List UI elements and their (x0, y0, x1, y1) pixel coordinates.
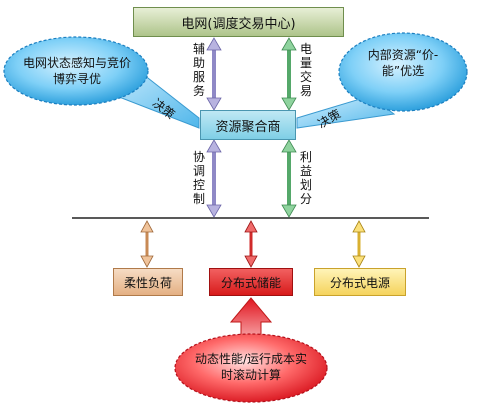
left-ellipse-text: 电网状态感知与竞价博弈寻优 (22, 56, 131, 86)
grid-dispatch-center-label: 电网(调度交易中心) (181, 16, 296, 32)
ancillary-services-label: 辅助服务 (192, 42, 205, 98)
right-ellipse-text: 内部资源“价-能”优选 (367, 48, 439, 78)
flexible-load-arrow (140, 220, 154, 268)
distributed-storage-arrow (244, 220, 258, 268)
benefit-allocation-label: 利益划分 (299, 150, 312, 206)
flexible-load-label: 柔性负荷 (123, 275, 172, 290)
flexible-load-box: 柔性负荷 (113, 268, 183, 296)
distributed-source-box: 分布式电源 (314, 268, 406, 296)
coordinated-control-arrow (206, 139, 222, 218)
distributed-source-label: 分布式电源 (329, 275, 390, 290)
grid-dispatch-center-box: 电网(调度交易中心) (133, 7, 344, 37)
energy-trading-label: 电量交易 (299, 42, 312, 98)
right-ellipse (338, 32, 468, 112)
benefit-allocation-arrow (281, 139, 297, 218)
distributed-storage-label: 分布式储能 (220, 275, 281, 290)
ancillary-services-arrow (206, 37, 222, 111)
distributed-source-arrow (352, 220, 366, 268)
distributed-storage-box: 分布式储能 (209, 268, 293, 296)
resource-aggregator-label: 资源聚合商 (215, 119, 281, 135)
left-ellipse (3, 36, 149, 106)
coordinated-control-label: 协调控制 (192, 150, 205, 206)
energy-trading-arrow (281, 37, 297, 111)
resource-aggregator-box: 资源聚合商 (200, 110, 296, 140)
bottom-ellipse (174, 333, 328, 403)
bottom-ellipse-text: 动态性能/运行成本实时滚动计算 (194, 352, 308, 382)
